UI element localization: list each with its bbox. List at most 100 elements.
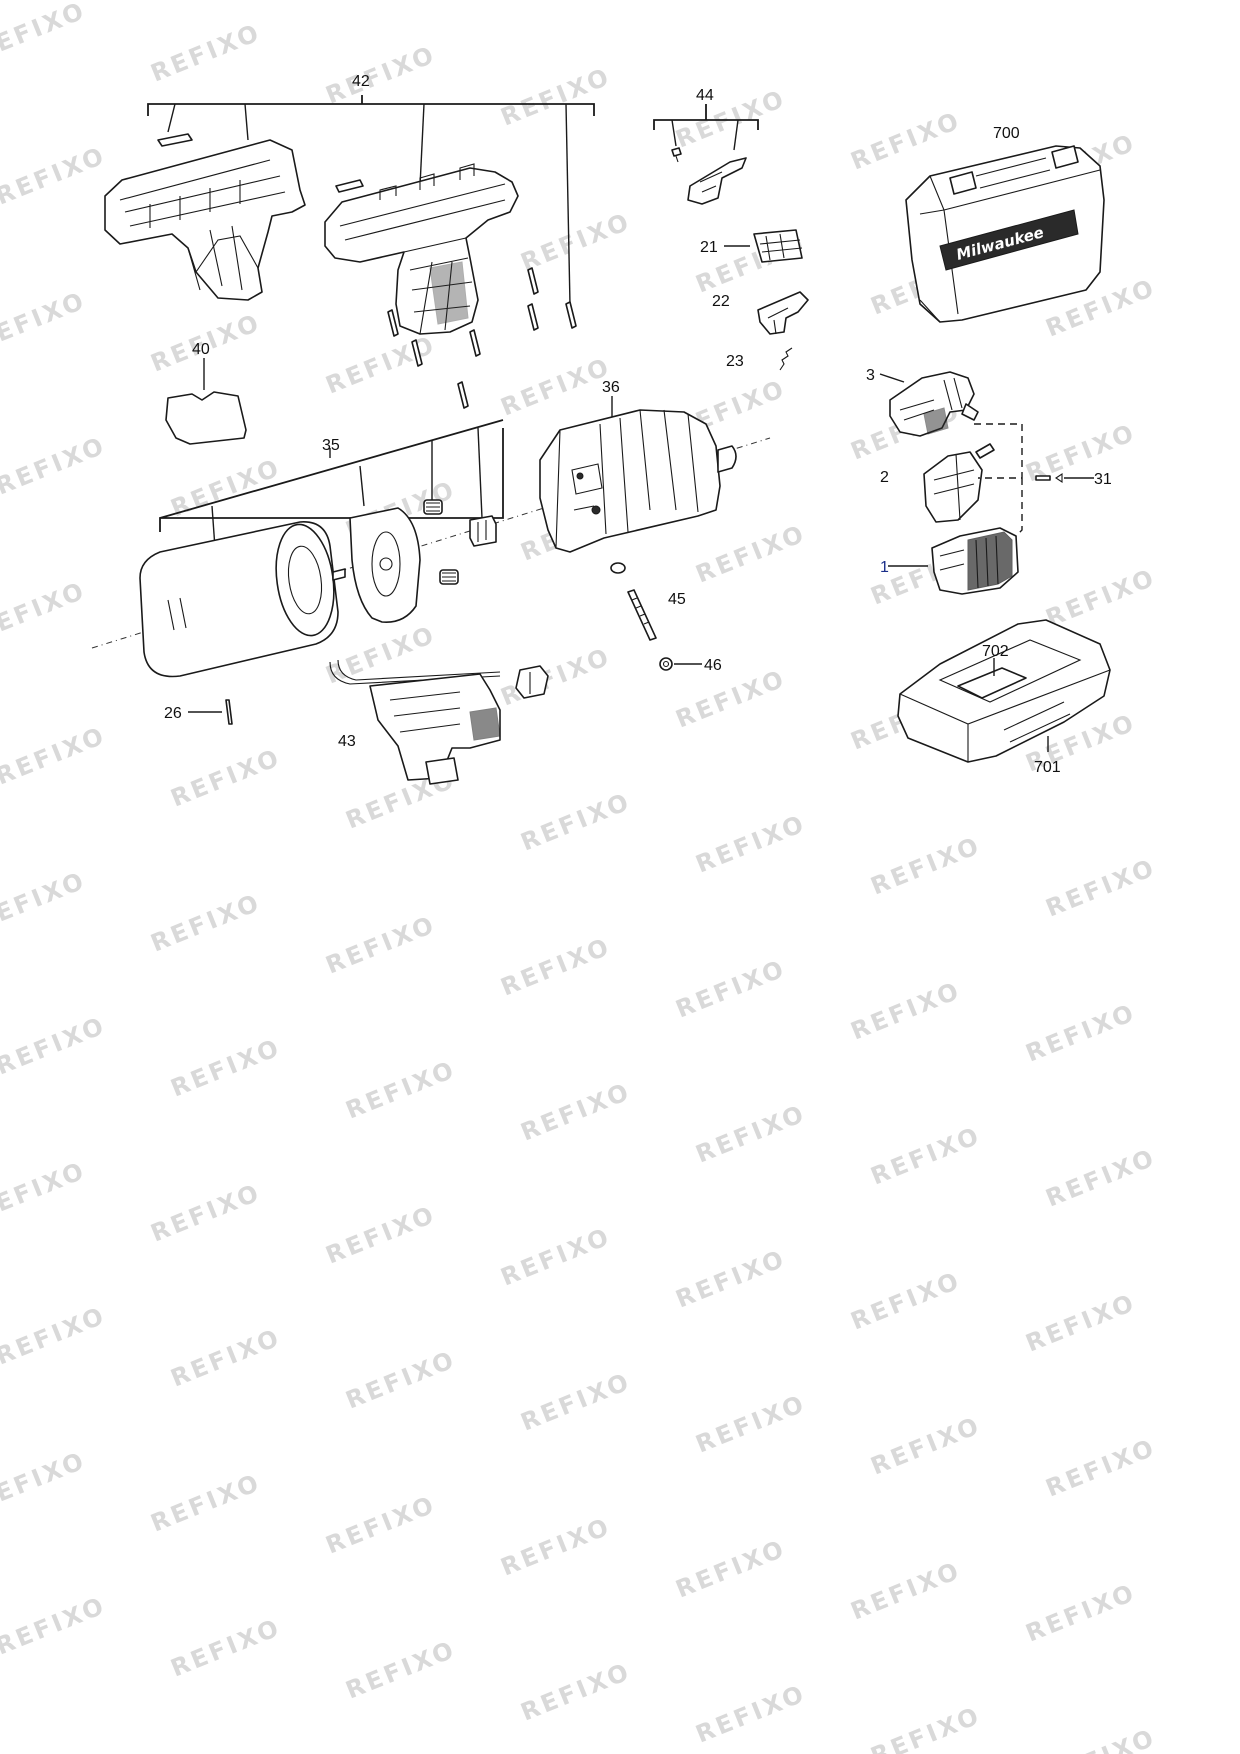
watermark-text: REFIXO <box>692 1679 810 1749</box>
callout-43: 43 <box>338 733 356 750</box>
part-35-motor-group[interactable]: 35 <box>139 419 504 678</box>
watermark-text: REFIXO <box>497 932 615 1002</box>
watermark-text: REFIXO <box>672 1244 790 1314</box>
part-43-switch-assembly[interactable]: 43 <box>329 659 549 785</box>
housing-screws <box>387 267 577 409</box>
watermark-text: REFIXO <box>0 431 110 501</box>
callout-31: 31 <box>1094 471 1112 488</box>
part-42-housing-group[interactable]: 42 <box>104 73 595 409</box>
watermark-text: REFIXO <box>0 866 90 936</box>
watermark-text: REFIXO <box>1042 1723 1160 1754</box>
left-housing-half <box>104 139 306 301</box>
watermark-text: REFIXO <box>322 40 440 110</box>
watermark-text: REFIXO <box>497 1512 615 1582</box>
motor-can <box>139 521 346 678</box>
watermark-text: REFIXO <box>867 831 985 901</box>
callout-45: 45 <box>668 591 686 608</box>
callout-36: 36 <box>602 379 620 396</box>
watermark-text: REFIXO <box>167 743 285 813</box>
part-700-carry-case[interactable]: Milwaukee 700 <box>905 125 1105 323</box>
watermark-text: REFIXO <box>847 976 965 1046</box>
watermark-text: REFIXO <box>0 286 90 356</box>
watermark-text: REFIXO <box>692 519 810 589</box>
watermark-text: REFIXO <box>167 1323 285 1393</box>
watermark-text: REFIXO <box>0 1591 110 1661</box>
watermark-text: REFIXO <box>847 1266 965 1336</box>
watermark-text: REFIXO <box>867 1701 985 1754</box>
callout-23: 23 <box>726 353 744 370</box>
watermark-text: REFIXO <box>497 62 615 132</box>
watermark-text: REFIXO <box>0 141 110 211</box>
watermark-text: REFIXO <box>0 1011 110 1081</box>
watermark-text: REFIXO <box>147 888 265 958</box>
watermark-text: REFIXO <box>692 1099 810 1169</box>
watermark-text: REFIXO <box>672 84 790 154</box>
part-40-label[interactable]: 40 <box>165 341 247 445</box>
motor-brushes <box>423 499 459 585</box>
watermark-text: REFIXO <box>322 330 440 400</box>
part-701-case-insert[interactable] <box>897 619 1111 763</box>
watermark-text: REFIXO <box>517 1657 635 1727</box>
watermark-text: REFIXO <box>322 1200 440 1270</box>
callout-3: 3 <box>866 367 875 384</box>
watermark-text: REFIXO <box>672 954 790 1024</box>
watermark-text: REFIXO <box>847 106 965 176</box>
watermark-text: REFIXO <box>0 1301 110 1371</box>
watermark-text: REFIXO <box>497 642 615 712</box>
callout-26: 26 <box>164 705 182 722</box>
watermark-text: REFIXO <box>692 1389 810 1459</box>
watermark-text: REFIXO <box>147 1178 265 1248</box>
watermark-text: REFIXO <box>1022 1578 1140 1648</box>
callout-2: 2 <box>880 469 889 486</box>
callout-35: 35 <box>322 437 340 454</box>
watermark-text: REFIXO <box>322 1490 440 1560</box>
watermark-text: REFIXO <box>342 1345 460 1415</box>
motor-coupling <box>469 515 497 547</box>
part-36-gearbox[interactable]: 36 <box>539 379 737 553</box>
watermark-text: REFIXO <box>867 1121 985 1191</box>
watermark-text: REFIXO <box>517 1367 635 1437</box>
watermark-text: REFIXO <box>517 1077 635 1147</box>
part-3-right-angle-attachment[interactable]: 3 <box>866 367 979 437</box>
watermark-text: REFIXO <box>497 352 615 422</box>
watermark-text: REFIXO <box>0 721 110 791</box>
watermark-text: REFIXO <box>497 1222 615 1292</box>
part-26-pin[interactable]: 26 <box>164 699 233 725</box>
watermark-text: REFIXO <box>867 1411 985 1481</box>
part-22-selector[interactable]: 22 <box>712 291 809 335</box>
watermark-text: REFIXO <box>1042 1433 1160 1503</box>
part-1-chuck[interactable]: 1 <box>880 527 1019 595</box>
part-44-lever-group[interactable]: 44 <box>653 87 759 205</box>
part-46-nut[interactable]: 46 <box>659 657 722 674</box>
callout-702: 702 <box>982 643 1009 660</box>
part-31-pin[interactable]: 31 <box>1035 471 1112 488</box>
watermark-text: REFIXO <box>0 0 90 66</box>
watermark-text: REFIXO <box>342 1055 460 1125</box>
callout-42: 42 <box>352 73 370 90</box>
callout-21: 21 <box>700 239 718 256</box>
callout-700: 700 <box>993 125 1020 142</box>
callout-701: 701 <box>1034 759 1061 776</box>
callout-1: 1 <box>880 559 889 576</box>
watermark-text: REFIXO <box>167 1033 285 1103</box>
watermark-text: REFIXO <box>692 809 810 879</box>
watermark-text: REFIXO <box>517 787 635 857</box>
watermark-text: REFIXO <box>147 1468 265 1538</box>
part-21-plate[interactable]: 21 <box>700 229 803 263</box>
watermark-text: REFIXO <box>342 1635 460 1705</box>
part-702-case-insert-inner[interactable]: 702 <box>982 643 1009 660</box>
part-23-spring[interactable]: 23 <box>726 347 793 371</box>
right-housing-half <box>324 163 519 335</box>
watermark-text: REFIXO <box>1042 1143 1160 1213</box>
watermark-text: REFIXO <box>847 1556 965 1626</box>
part-45-screw[interactable]: 45 <box>610 562 686 641</box>
callout-40: 40 <box>192 341 210 358</box>
watermark-text: REFIXO <box>1022 998 1140 1068</box>
callout-46: 46 <box>704 657 722 674</box>
watermark-text: REFIXO <box>672 664 790 734</box>
part-2-offset-attachment[interactable]: 2 <box>880 443 995 523</box>
watermark-text: REFIXO <box>517 207 635 277</box>
watermark-text: REFIXO <box>1022 1288 1140 1358</box>
